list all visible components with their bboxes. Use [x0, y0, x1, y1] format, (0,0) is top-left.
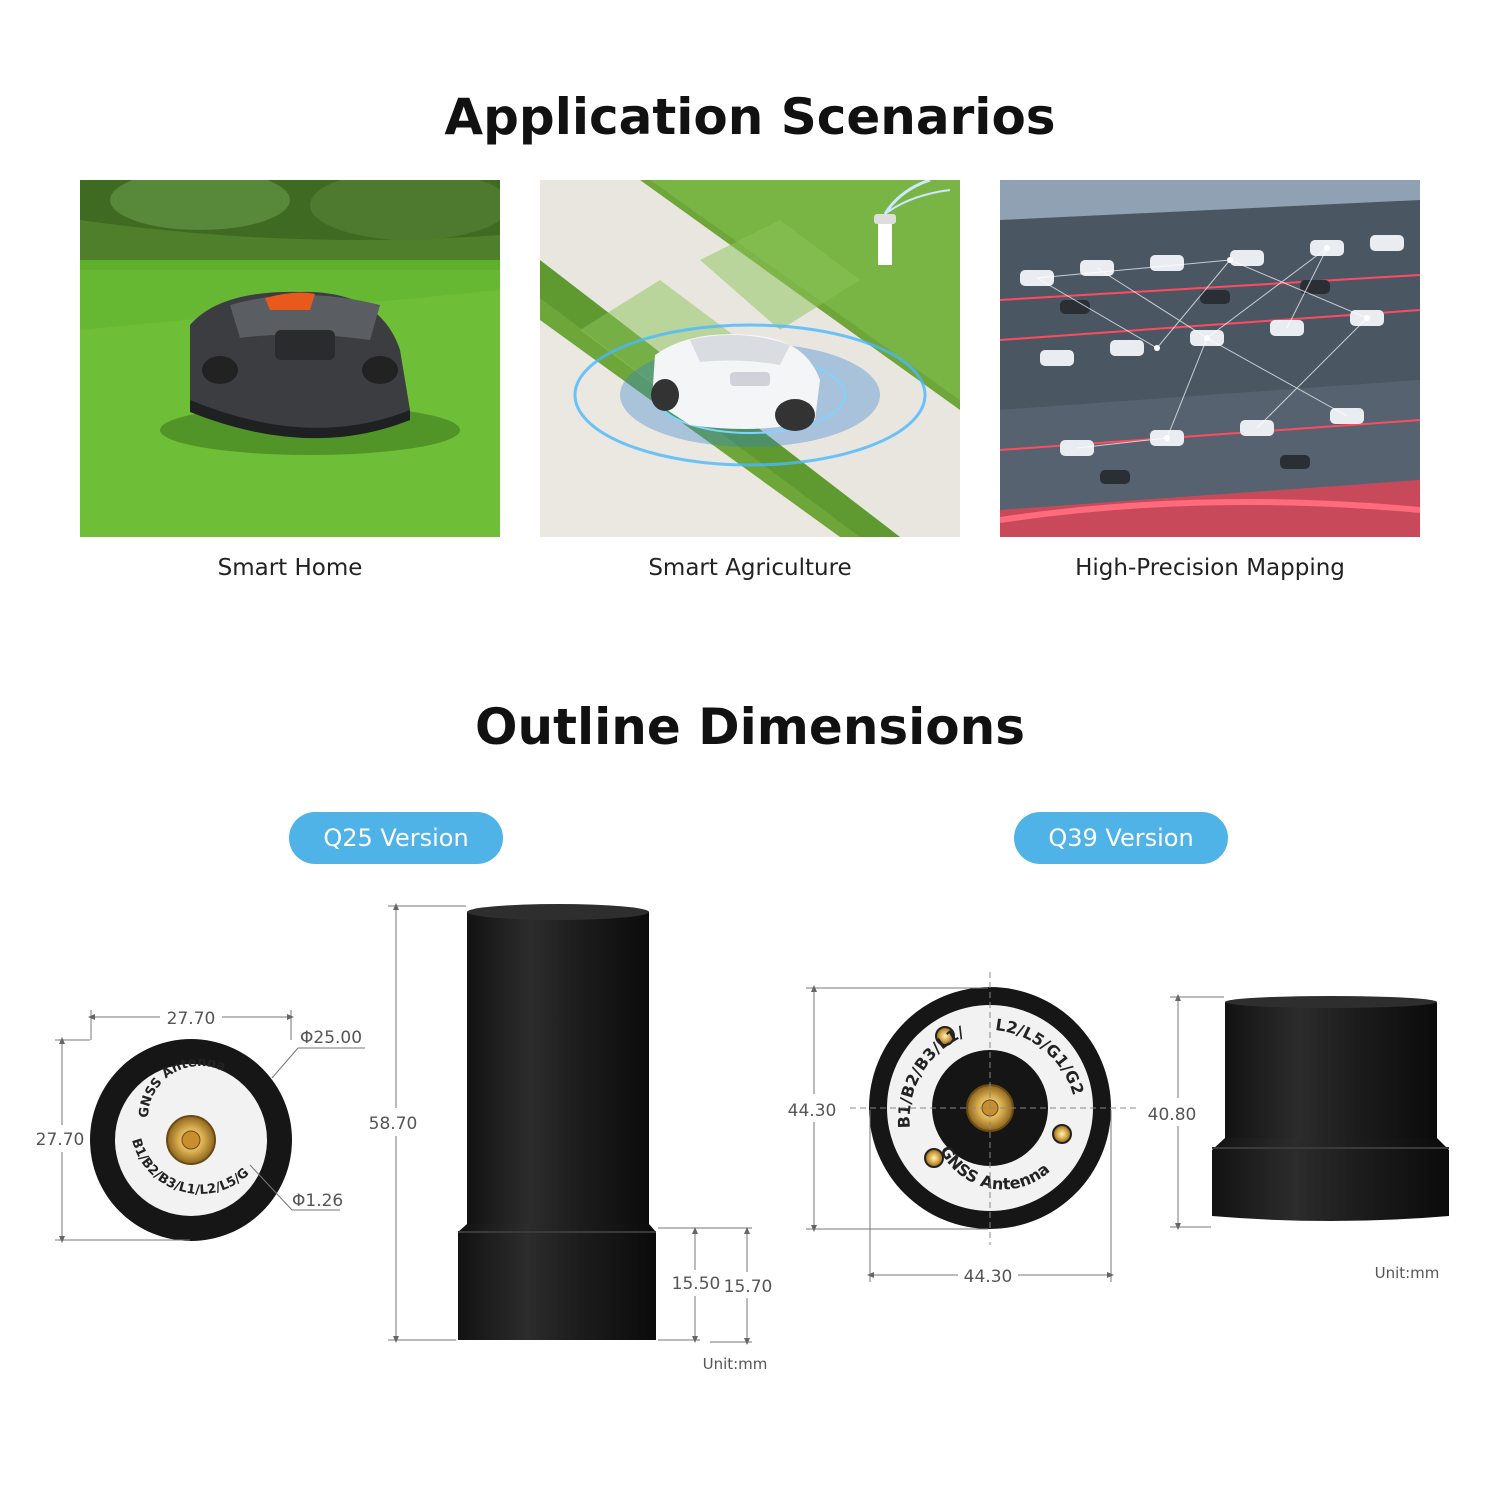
caption-smart-home: Smart Home	[217, 555, 363, 581]
q25-height-value: 58.70	[369, 1114, 418, 1134]
outline-dimensions-title: Outline Dimensions	[474, 698, 1026, 756]
caption-smart-agriculture: Smart Agriculture	[648, 555, 852, 581]
aerial-traffic-mapping-image	[1000, 180, 1420, 537]
q39-version-badge: Q39 Version	[1014, 812, 1228, 864]
q39-height-left-value: 44.30	[788, 1101, 837, 1121]
scenario-image-smart-home	[80, 180, 500, 537]
q25-pin-diameter-value: Φ1.26	[292, 1191, 343, 1211]
scenario-image-smart-agriculture	[540, 180, 960, 537]
q39-width-value: 44.30	[964, 1267, 1013, 1287]
scenario-image-high-precision-mapping	[1000, 180, 1420, 537]
application-scenarios-title: Application Scenarios	[444, 88, 1056, 146]
q25-top-width-value: 27.70	[167, 1009, 216, 1029]
q25-base-height-a-value: 15.50	[672, 1274, 721, 1294]
robot-mower-lawn-stripes-image	[540, 180, 960, 537]
q25-unit-label: Unit:mm	[703, 1355, 768, 1373]
q25-version-badge: Q25 Version	[289, 812, 503, 864]
q25-top-view: GNSS Antenna B1/B2/B3/L1/L2/L5/G1/G2	[0, 0, 292, 1241]
q25-diameter-value: Φ25.00	[300, 1028, 362, 1048]
q39-unit-label: Unit:mm	[1375, 1264, 1440, 1282]
caption-high-precision-mapping: High-Precision Mapping	[1075, 555, 1345, 581]
q39-top-view: B1/B2/B3/L1/ L2/L5/G1/G2 GNSS Antenna	[869, 987, 1111, 1229]
robot-lawn-mower-image	[80, 180, 500, 537]
q39-height-value: 40.80	[1148, 1105, 1197, 1125]
q39-side-view	[1212, 996, 1449, 1221]
q25-top-height-value: 27.70	[36, 1130, 85, 1150]
q25-base-height-b-value: 15.70	[724, 1277, 773, 1297]
q25-side-view	[458, 904, 656, 1340]
